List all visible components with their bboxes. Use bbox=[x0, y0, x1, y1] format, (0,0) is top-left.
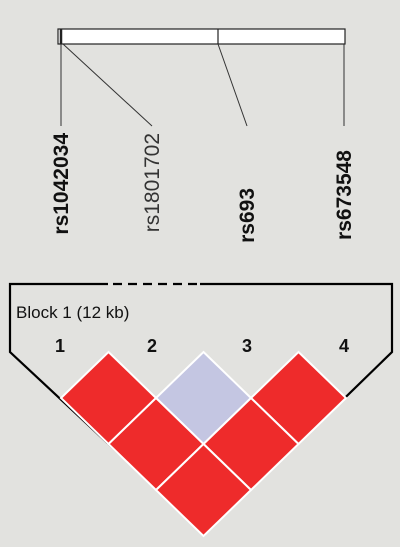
marker-numbers: 1 2 3 4 bbox=[55, 336, 349, 356]
snp-labels: rs1042034 rs1801702 rs693 rs673548 bbox=[50, 133, 356, 243]
snp-label-1: rs1042034 bbox=[50, 133, 73, 235]
marker-number-1: 1 bbox=[55, 336, 65, 356]
ld-matrix bbox=[59, 350, 348, 538]
marker-number-4: 4 bbox=[339, 336, 349, 356]
snp-connectors bbox=[60, 43, 345, 127]
snp-label-2: rs1801702 bbox=[141, 133, 164, 232]
chromosome-bar bbox=[57, 28, 346, 45]
marker-number-3: 3 bbox=[242, 336, 252, 356]
marker-number-2: 2 bbox=[147, 336, 157, 356]
snp-label-3: rs693 bbox=[236, 188, 259, 243]
connector-snp3 bbox=[217, 43, 248, 127]
block-label: Block 1 (12 kb) bbox=[16, 303, 129, 322]
snp-label-4: rs673548 bbox=[333, 150, 356, 240]
connector-snp2 bbox=[62, 43, 153, 127]
ld-cell-1-4 bbox=[154, 442, 253, 538]
